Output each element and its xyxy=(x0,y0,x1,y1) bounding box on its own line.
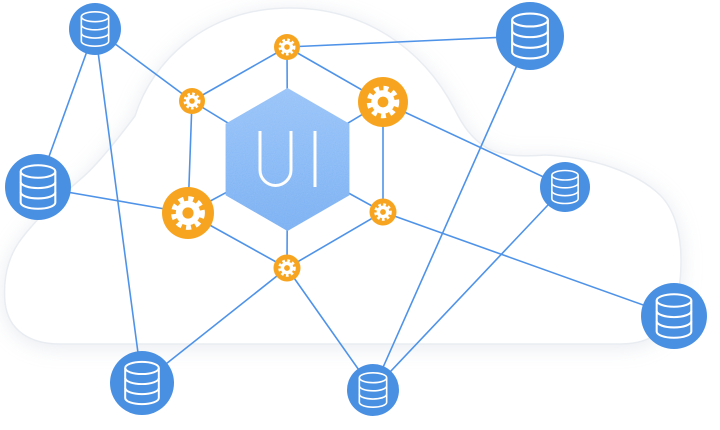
network-edge xyxy=(372,186,566,391)
hexagon-grain-texture xyxy=(225,88,350,231)
network-edge xyxy=(286,35,531,48)
network-edge xyxy=(382,101,566,188)
gear-upper-right-node xyxy=(358,77,408,127)
database-middle-right-node xyxy=(540,162,590,212)
network-edge xyxy=(372,35,531,391)
gear-icon xyxy=(278,38,296,56)
database-bottom-right-node xyxy=(641,283,707,349)
database-bottom-left-node xyxy=(110,351,174,415)
network-edge xyxy=(94,28,143,384)
gear-upper-left-node xyxy=(179,88,205,114)
database-badge xyxy=(641,283,707,349)
gear-top-node xyxy=(274,34,300,60)
gear-icon xyxy=(374,203,392,221)
gear-lower-left-node xyxy=(162,187,214,239)
database-icon xyxy=(358,372,388,408)
database-badge xyxy=(110,351,174,415)
database-badge xyxy=(347,364,399,416)
gear-icon xyxy=(171,196,205,230)
database-icon xyxy=(551,169,579,205)
database-badge xyxy=(540,162,590,212)
database-icon xyxy=(655,293,693,339)
database-middle-left-node xyxy=(5,154,71,220)
gear-icon xyxy=(183,92,201,110)
gear-icon xyxy=(278,259,296,277)
database-icon xyxy=(124,360,160,406)
network-edge xyxy=(382,211,675,317)
gear-icon xyxy=(366,85,400,119)
database-top-left-node xyxy=(69,3,121,55)
database-badge xyxy=(496,2,564,70)
gear-bottom-node xyxy=(273,254,301,282)
ui-hexagon xyxy=(225,88,350,231)
network-edge xyxy=(191,46,288,102)
glyph-U xyxy=(258,131,293,187)
database-badge xyxy=(69,3,121,55)
ui-label xyxy=(258,131,317,187)
gear-lower-right-node xyxy=(369,198,397,226)
database-icon xyxy=(511,12,549,60)
network-edge xyxy=(286,211,384,269)
database-icon xyxy=(19,164,57,210)
database-top-right-node xyxy=(496,2,564,70)
database-badge xyxy=(5,154,71,220)
database-bottom-center-node xyxy=(347,364,399,416)
database-icon xyxy=(80,11,110,47)
